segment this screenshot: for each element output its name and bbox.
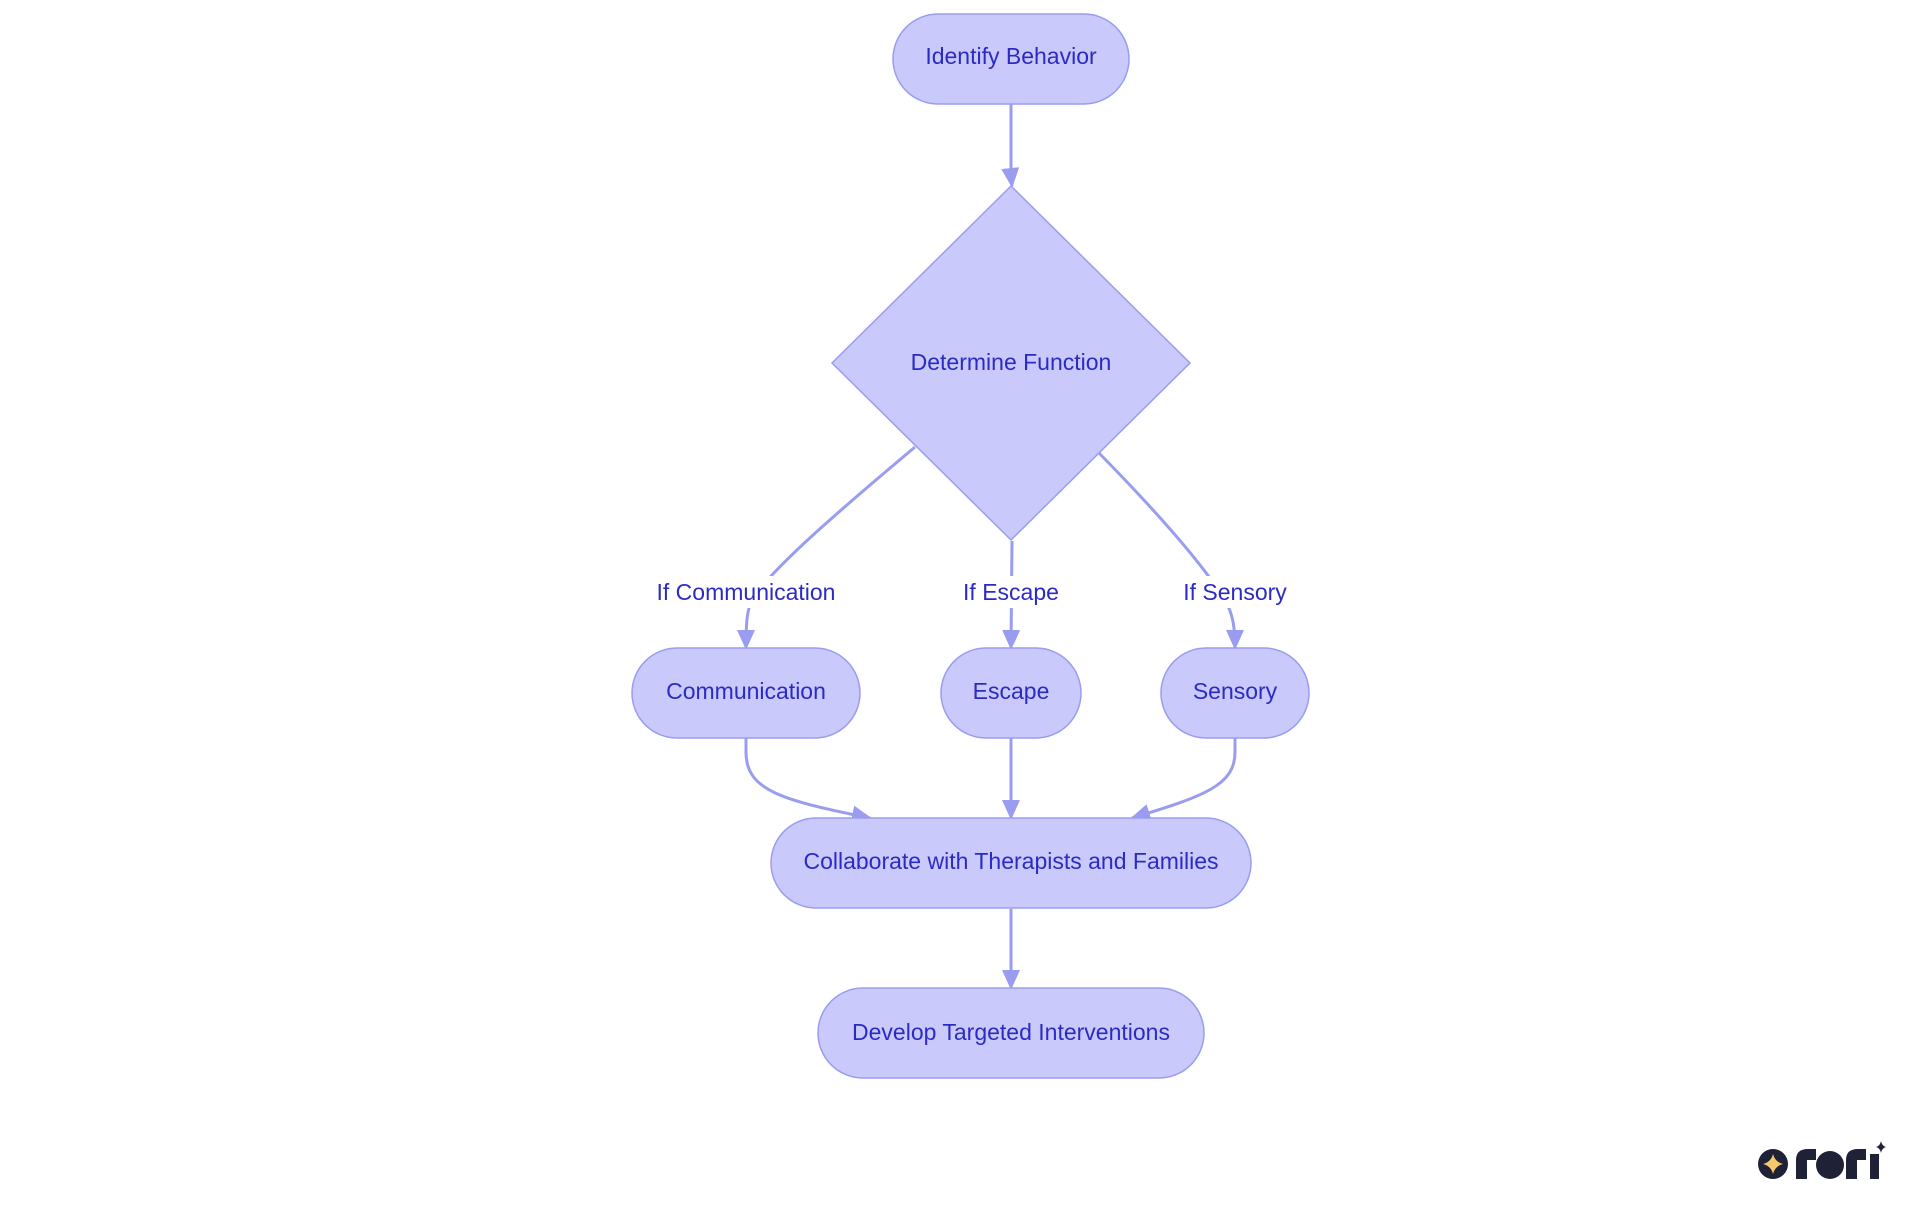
edge-labels: If Communication If Escape If Sensory [652,576,1288,608]
edge-label-bg-sensory [1182,576,1288,608]
edge-communication-to-collaborate [744,738,872,824]
node-identify-behavior[interactable]: Identify Behavior [892,13,1130,105]
edge-label-sensory: If Sensory [1183,579,1287,605]
nodes: Identify Behavior Determine Function Com… [631,13,1310,1079]
edge-label-escape: If Escape [963,579,1059,605]
sparkle-circle-icon [1758,1149,1788,1179]
node-sensory-label: Sensory [1193,678,1278,704]
node-collaborate-label: Collaborate with Therapists and Families [803,848,1218,874]
edges [737,104,1244,990]
node-communication[interactable]: Communication [631,647,861,739]
node-communication-label: Communication [666,678,826,704]
edge-sensory-to-collaborate [1130,738,1237,822]
logo-wordmark [1796,1141,1886,1179]
edge-label-communication: If Communication [657,579,836,605]
node-develop[interactable]: Develop Targeted Interventions [817,987,1205,1079]
node-escape-label: Escape [973,678,1050,704]
edge-determine-to-communication [737,445,916,650]
edge-label-bg-escape [962,576,1060,608]
node-identify-behavior-label: Identify Behavior [925,43,1097,69]
brand-logo [1758,1141,1886,1179]
node-determine-function[interactable]: Determine Function [830,184,1192,542]
node-develop-label: Develop Targeted Interventions [852,1019,1170,1045]
node-sensory[interactable]: Sensory [1160,647,1310,739]
node-escape[interactable]: Escape [940,647,1082,739]
node-collaborate[interactable]: Collaborate with Therapists and Families [770,817,1252,909]
edge-label-bg-communication [652,576,840,608]
edge-identify-to-determine [1001,104,1020,188]
edge-determine-to-sensory [1097,451,1244,650]
node-determine-function-label: Determine Function [911,349,1112,375]
